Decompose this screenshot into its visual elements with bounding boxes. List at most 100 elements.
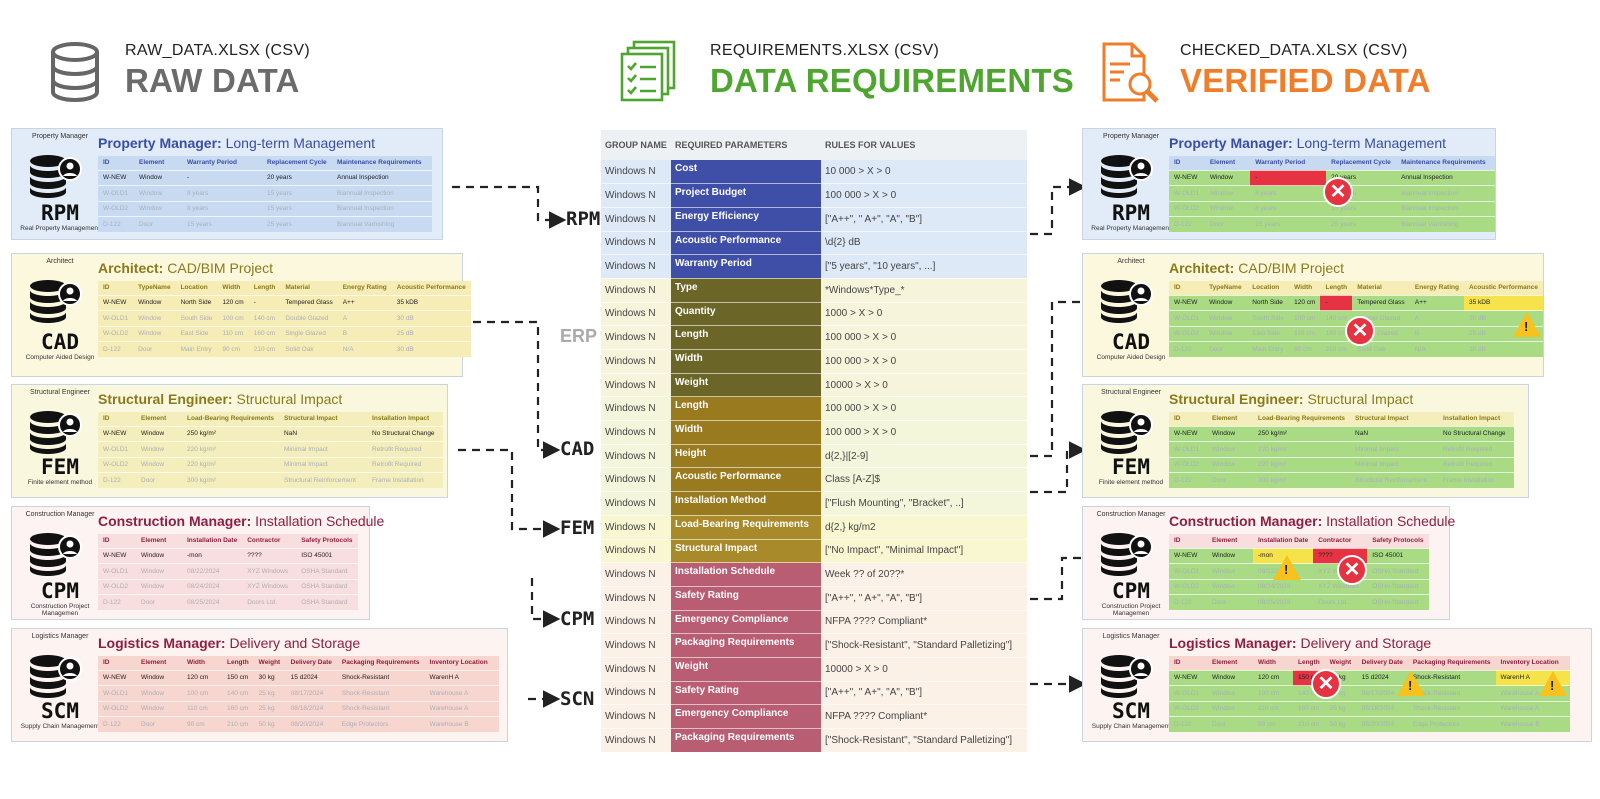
table-cell: W-OLD2	[1169, 325, 1205, 342]
table-cell: ISO 45001	[296, 547, 358, 564]
req-param: Width	[671, 349, 821, 374]
table-cell: Shock-Resistant	[336, 669, 425, 686]
req-rule: d{2,}|[2-9]	[821, 444, 1027, 469]
panel-title-topic: Delivery and Storage	[225, 635, 361, 651]
col-header: Length	[248, 281, 281, 295]
col-header: ID	[98, 656, 136, 670]
table-cell: 15 years	[182, 216, 262, 232]
system-abbr: CPM	[41, 579, 79, 603]
system-abbr: RPM	[41, 201, 79, 225]
col-header: ID	[1169, 534, 1207, 548]
table-cell: Door	[1207, 472, 1253, 488]
system-full-name: Supply Chain Management	[20, 723, 100, 730]
req-param: Height	[671, 444, 821, 469]
table-cell: Solid Oak	[1352, 341, 1410, 357]
table-cell: W-OLD2	[98, 200, 134, 217]
system-full-name: Finite element method	[27, 479, 93, 486]
col-header: ID	[98, 412, 136, 426]
table-cell: North Side	[175, 294, 218, 311]
table-cell: Door	[1207, 594, 1253, 610]
req-param: Length	[671, 396, 821, 422]
col-header: Width	[217, 281, 249, 295]
col-header: Packaging Requirements	[336, 656, 425, 670]
table-cell: Window	[133, 310, 176, 326]
req-rule: ["A++", " A+", "A", "B"]	[821, 207, 1027, 232]
req-param: Installation Method	[671, 491, 821, 516]
table-cell: 210 cm	[1293, 716, 1325, 732]
table-cell: 08/22/2024	[182, 563, 243, 579]
table-cell: W-NEW	[98, 294, 134, 311]
table-cell: W-OLD1	[98, 685, 136, 701]
table-cell: 08/20/2024	[1356, 716, 1408, 732]
table-cell: 300 kg/m²	[182, 472, 280, 488]
warning-icon: !	[1273, 555, 1301, 580]
panel-title: Logistics Manager: Delivery and Storage	[1169, 635, 1431, 651]
warning-icon: !	[1513, 312, 1541, 337]
arrow-cpm-in	[530, 578, 561, 628]
table-cell: 140 cm	[1320, 310, 1353, 326]
table-cell: Window	[136, 441, 182, 457]
user-database-icon	[26, 155, 90, 199]
arrow-fem-out	[1030, 441, 1087, 494]
table-cell: W-OLD1	[98, 563, 136, 579]
table-cell: W-OLD2	[98, 456, 136, 473]
col-header: Installation Impact	[367, 412, 444, 426]
user-database-icon	[1097, 411, 1161, 455]
table-cell: Retrofit Required	[367, 456, 444, 473]
req-rule: 10000 > X > 0	[821, 373, 1027, 398]
panel-title: Construction Manager: Installation Sched…	[1169, 513, 1455, 529]
panel-title-topic: CAD/BIM Project	[1234, 260, 1345, 276]
table-cell: Minimal Impact	[279, 441, 368, 457]
req-rule: ["Flush Mounting", "Bracket", ..]	[821, 491, 1027, 516]
table-cell: Annual Inspection	[332, 169, 432, 186]
database-icon	[50, 42, 100, 107]
req-param: Energy Efficiency	[671, 207, 821, 232]
table-cell: Door	[1204, 216, 1251, 232]
table-cell: 15 years	[262, 185, 332, 201]
table-cell: 90 cm	[1289, 341, 1321, 357]
col-header: Delivery Date	[1356, 656, 1408, 670]
col-header: ID	[1169, 656, 1207, 670]
table-cell: 120 cm	[182, 669, 222, 686]
system-full-name: Real Property Management	[20, 225, 100, 232]
req-rule: ["5 years", "10 years", ...]	[821, 254, 1027, 279]
error-x-icon: ✕	[1311, 669, 1341, 699]
panel-title: Logistics Manager: Delivery and Storage	[98, 635, 360, 651]
system-abbr: CAD	[1112, 330, 1150, 354]
table-cell: 120 cm	[217, 294, 249, 311]
table-cell: Shock-Resistant	[336, 700, 425, 717]
table-cell: North Side	[1247, 294, 1290, 311]
table-cell: Window	[1207, 578, 1253, 595]
user-database-icon	[26, 280, 90, 324]
table-cell: W-OLD2	[98, 700, 136, 717]
req-col-rules: RULES FOR VALUES	[821, 130, 1027, 160]
req-group: Windows N	[601, 633, 671, 658]
col-header: Element	[136, 412, 182, 426]
table-cell: Structural Reinforcement	[1350, 472, 1439, 488]
role-label: Structural Engineer	[30, 389, 90, 396]
col-header: Energy Rating	[337, 281, 392, 295]
table-cell: Minimal Impact	[279, 456, 368, 473]
table-cell: W-OLD2	[1169, 456, 1207, 473]
req-group: Windows N	[601, 420, 671, 445]
user-database-icon	[1097, 533, 1161, 577]
req-group: Windows N	[601, 515, 671, 540]
table-cell: Door	[136, 716, 182, 732]
table-cell: 50 kg	[253, 716, 286, 732]
panel-title: Property Manager: Long-term Management	[98, 135, 375, 151]
